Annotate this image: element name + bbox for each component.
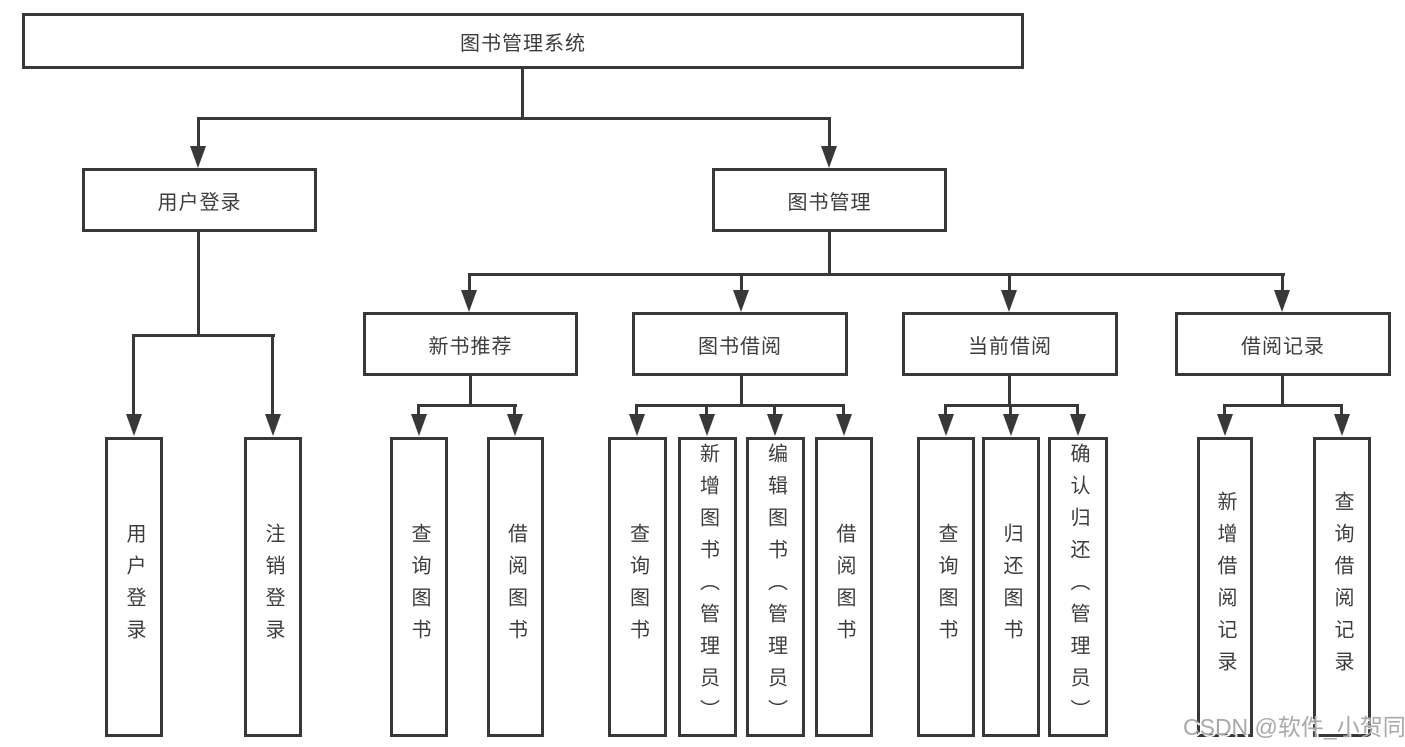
node-user-login: 用户登录 [82,168,317,232]
connector-line [740,273,743,293]
connector-line [1223,404,1343,407]
connector-line [1008,273,1011,293]
connector-line [417,404,420,418]
leaf-add-books-admin: 新增图书（管理员） [678,437,737,737]
leaf-add-borrow-record: 新增借阅记录 [1197,437,1253,737]
arrow-down-icon [699,414,715,436]
node-new-book-recommend: 新书推荐 [363,312,578,376]
node-label: 借阅记录 [1241,335,1325,358]
node-label: 新增借阅记录 [1214,491,1236,683]
connector-line [842,404,845,418]
node-label: 查询图书 [408,523,430,651]
arrow-down-icon [190,146,206,168]
node-label: 图书借阅 [698,335,782,358]
leaf-confirm-return-admin: 确认归还（管理员） [1048,437,1108,737]
connector-line [944,404,947,418]
arrow-down-icon [836,414,852,436]
node-root-system: 图书管理系统 [22,13,1024,69]
node-label: 新增图书（管理员） [696,443,719,731]
connector-line [197,232,200,336]
node-label: 查询图书 [935,523,957,651]
connector-line [521,69,524,119]
leaf-logout: 注销登录 [244,437,302,737]
arrow-down-icon [821,146,837,168]
connector-line [740,376,743,407]
leaf-return-books: 归还图书 [982,437,1040,737]
arrow-down-icon [1070,414,1086,436]
arrow-down-icon [1003,414,1019,436]
connector-line [271,334,274,418]
connector-line [1340,404,1343,418]
node-label: 归还图书 [1000,523,1022,651]
node-label: 用户登录 [123,523,145,651]
arrow-down-icon [767,414,783,436]
connector-line [513,404,516,418]
node-book-borrowing: 图书借阅 [632,312,848,376]
connector-line [417,404,517,407]
arrow-down-icon [126,414,142,436]
connector-line [197,117,831,120]
connector-line [468,273,1285,276]
leaf-query-borrow-record: 查询借阅记录 [1313,437,1371,737]
arrow-down-icon [1334,414,1350,436]
arrow-down-icon [938,414,954,436]
node-current-borrowing: 当前借阅 [902,312,1118,376]
node-label: 借阅图书 [833,523,855,651]
connector-line [1076,404,1079,418]
connector-line [1223,404,1226,418]
connector-line [773,404,776,418]
connector-line [635,404,845,407]
node-label: 当前借阅 [968,335,1052,358]
leaf-edit-books-admin: 编辑图书（管理员） [746,437,805,737]
connector-line [468,273,471,293]
csdn-watermark: CSDN @软件_小贺同学 [1183,714,1405,740]
leaf-user-login: 用户登录 [105,437,163,737]
arrow-down-icon [1001,290,1017,312]
connector-line [1009,404,1012,418]
node-label: 借阅图书 [504,523,527,651]
node-label: 注销登录 [262,523,284,651]
arrow-down-icon [629,414,645,436]
arrow-down-icon [507,414,523,436]
arrow-down-icon [461,290,477,312]
leaf-query-books-current: 查询图书 [917,437,975,737]
connector-line [635,404,638,418]
arrow-down-icon [1217,414,1233,436]
arrow-down-icon [1274,290,1290,312]
connector-line [828,232,831,276]
node-label: 查询图书 [626,523,649,651]
node-label: 查询借阅记录 [1331,491,1353,683]
arrow-down-icon [411,414,427,436]
node-label: 新书推荐 [428,335,513,358]
connector-line [132,334,135,418]
leaf-borrow-books: 借阅图书 [815,437,873,737]
connector-line [132,334,275,337]
connector-line [828,117,831,151]
connector-line [1281,376,1284,407]
connector-line [197,117,200,151]
arrow-down-icon [265,414,281,436]
node-book-management: 图书管理 [712,168,947,232]
connector-line [1281,273,1284,293]
node-label: 图书管理系统 [460,32,586,55]
leaf-borrow-books-recommend: 借阅图书 [487,437,544,737]
connector-line [469,376,472,407]
node-label: 编辑图书（管理员） [764,443,787,731]
connector-line [705,404,708,418]
leaf-query-books-recommend: 查询图书 [390,437,448,737]
arrow-down-icon [733,290,749,312]
node-borrowing-records: 借阅记录 [1175,312,1391,376]
node-label: 用户登录 [157,191,242,214]
leaf-query-books-borrowing: 查询图书 [608,437,667,737]
node-label: 图书管理 [787,191,872,214]
connector-line [1008,376,1011,407]
node-label: 确认归还（管理员） [1067,443,1089,731]
